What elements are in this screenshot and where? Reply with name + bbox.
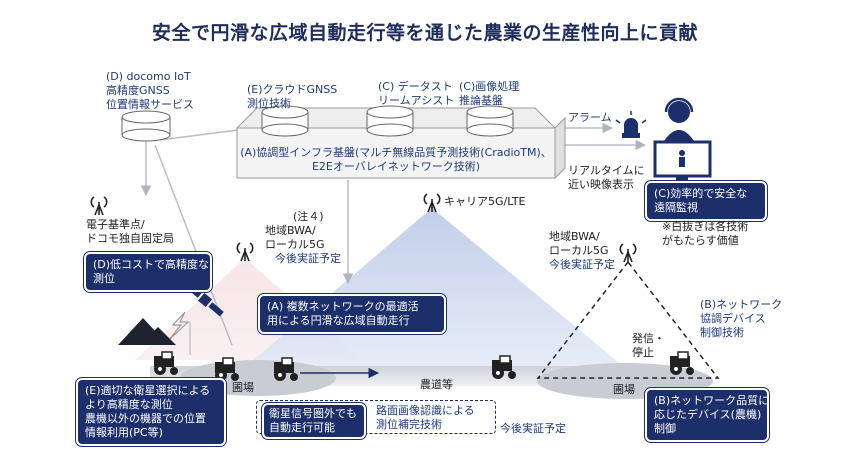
alarm-label: アラーム xyxy=(568,111,612,124)
future-demo-label: 今後実証予定 xyxy=(500,422,566,435)
ref-station-label: 電子基準点/ ドコモ独自固定局 xyxy=(86,218,174,245)
cloud-gnss-label: (E)クラウドGNSS 測位技術 xyxy=(247,83,338,110)
field-right-label: 圃場 xyxy=(613,383,635,396)
send-stop-label: 発信・ 停止 xyxy=(632,332,665,359)
infra-slab xyxy=(235,107,566,180)
antenna-icon-local5g-left xyxy=(236,242,254,262)
dashed-coverage-triangle xyxy=(536,260,720,379)
alarm-light-icon xyxy=(615,111,647,138)
monitor-icon xyxy=(653,140,712,181)
data-stream-label: (C) データスト リームアシスト xyxy=(378,80,455,107)
white-note-label: ※白抜きは各技術 がもたらす価値 xyxy=(662,220,749,247)
tractor-icon-2 xyxy=(215,357,239,381)
network-device-label: (B)ネットワーク 協調デバイス 制御技術 xyxy=(700,298,783,339)
cylinder-docomo xyxy=(121,110,171,142)
multi-network-box: (A) 複数ネットワークの最適活 用による円滑な広域自動走行 xyxy=(258,294,446,334)
mountains-icon xyxy=(118,318,176,345)
cylinder-cloud-gnss xyxy=(261,105,309,137)
realtime-label: リアルタイムに 近い映像表示 xyxy=(568,164,645,191)
device-control-box: (B)ネットワーク品質に 応じたデバイス(農機) 制御 xyxy=(645,388,769,442)
bwa-left-label: (注４) 地域BWA/ ローカル5G 今後実証予定 xyxy=(265,210,341,265)
remote-monitor-box: (C)効率的で安全な 遠隔監視 xyxy=(645,181,767,221)
road-recog-label: 路面画像認識による 測位補完技術 xyxy=(376,404,475,431)
docomo-iot-label: (D) docomo IoT 高精度GNSS 位置情報サービス xyxy=(106,70,194,111)
tractor-icon-5 xyxy=(670,351,694,375)
antenna-icon-ref-station xyxy=(90,196,108,216)
field-left-label: 圃場 xyxy=(232,381,254,394)
infra-label: (A)協調型インフラ基盤(マルチ無線品質予測技術(CradioTM)、 E2Eオ… xyxy=(240,146,552,173)
image-proc-label: (C)画像処理 推論基盤 xyxy=(459,80,520,107)
out-of-range-box: 衛星信号圏外でも 自動走行可能 xyxy=(262,403,366,439)
low-cost-box: (D)低コストで高精度な 測位 xyxy=(84,252,212,292)
cylinder-image-proc xyxy=(466,105,514,137)
farm-road-label: 農道等 xyxy=(420,378,453,391)
tractor-icon-3 xyxy=(274,357,298,381)
tractor-icon-1 xyxy=(154,351,178,375)
antenna-icon-carrier xyxy=(423,193,441,213)
page-title: 安全で円滑な広域自動走行等を通じた農業の生産性向上に貢献 xyxy=(151,22,698,44)
satellite-box: (E)適切な衛星選択による より高精度な測位 農機以外の機器での位置 情報利用(… xyxy=(76,378,226,446)
operator-headset-icon xyxy=(664,97,694,141)
carrier-label: キャリア5G/LTE xyxy=(444,195,526,208)
tractor-icon-4 xyxy=(492,355,516,379)
cylinder-data-stream xyxy=(366,105,414,137)
bwa-right-label: 地域BWA/ ローカル5G 今後実証予定 xyxy=(549,230,615,271)
antenna-icon-local5g-right xyxy=(619,243,637,263)
connector-docomo-cloud xyxy=(159,129,239,141)
